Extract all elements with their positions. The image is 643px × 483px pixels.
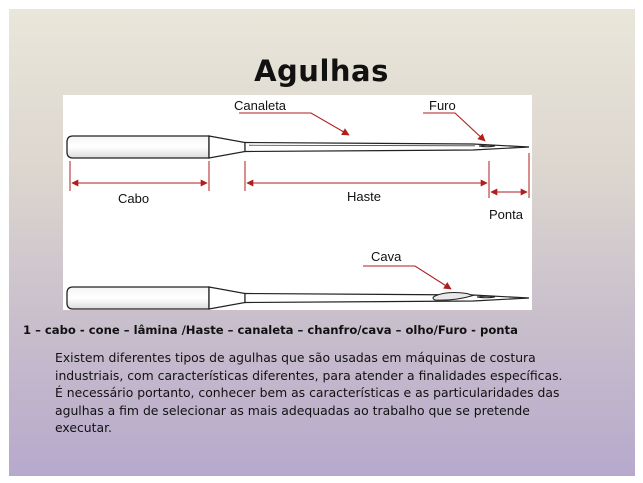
needle-bottom-cone — [208, 286, 246, 310]
needle-bottom-shank — [66, 286, 210, 310]
needle-bottom-eye — [476, 295, 496, 299]
needle-top-shank — [66, 135, 210, 159]
needle-top — [66, 135, 530, 159]
label-cabo: Cabo — [118, 191, 149, 206]
slide-title: Agulhas — [254, 54, 389, 88]
label-haste: Haste — [347, 189, 381, 204]
label-cava: Cava — [371, 249, 402, 264]
needle-top-blade — [244, 141, 530, 153]
label-furo: Furo — [429, 98, 456, 113]
needle-bottom-scarf — [432, 291, 475, 301]
needle-top-cone — [208, 135, 246, 159]
callout-furo — [423, 112, 486, 142]
needle-parts-list: 1 – cabo - cone – lâmina /Haste – canale… — [23, 323, 518, 337]
needle-diagram: Canaleta Furo Cabo Haste Ponta Cava — [66, 98, 530, 310]
label-canaleta: Canaleta — [234, 98, 287, 113]
needle-top-eye — [478, 144, 496, 148]
needle-top-groove — [248, 144, 476, 147]
needle-diagram-panel: Canaleta Furo Cabo Haste Ponta Cava — [63, 95, 532, 310]
label-ponta: Ponta — [489, 207, 524, 222]
callout-canaleta — [239, 112, 350, 136]
callout-cava — [363, 265, 452, 290]
needle-bottom — [66, 286, 530, 310]
dimension-extension-lines — [69, 153, 530, 198]
description-paragraph: Existem diferentes tipos de agulhas que … — [55, 350, 563, 435]
